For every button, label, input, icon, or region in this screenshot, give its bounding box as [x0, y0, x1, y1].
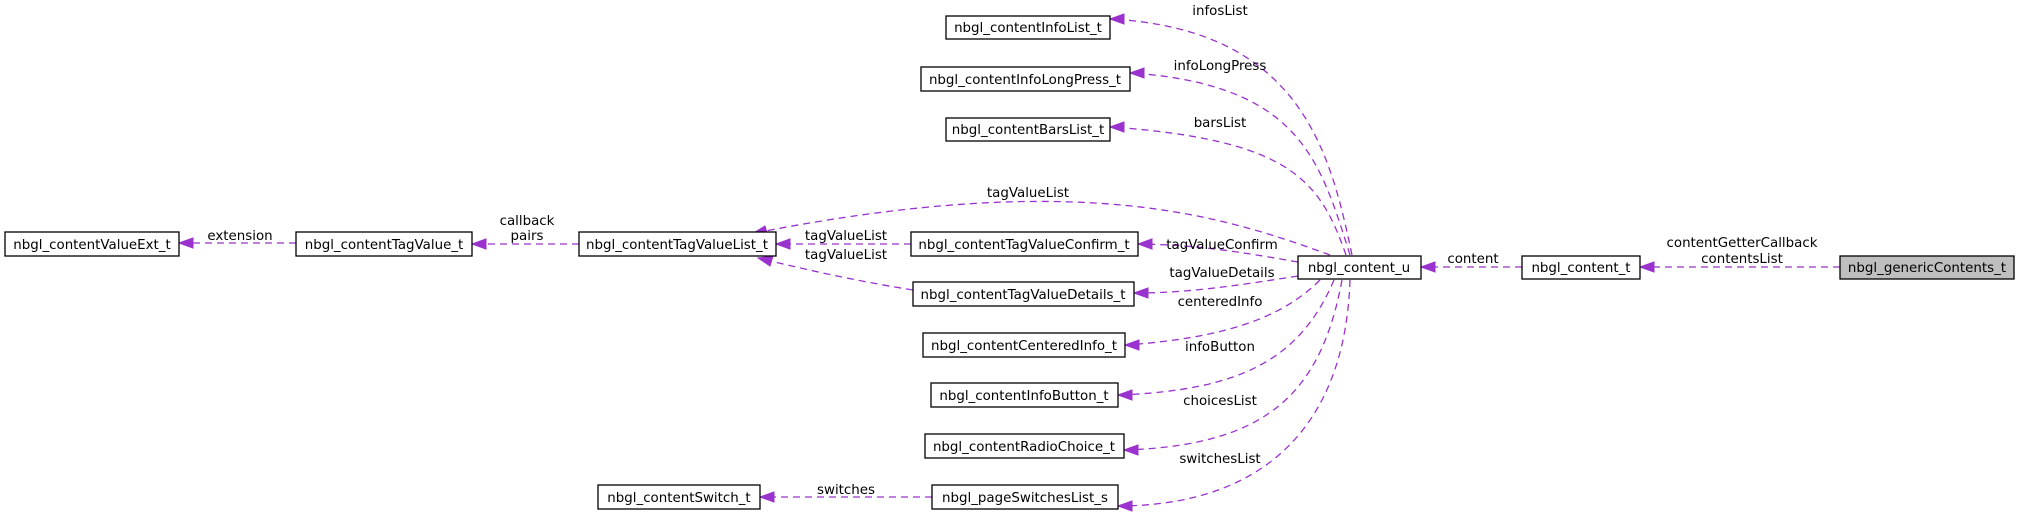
node-content-switch[interactable]: nbgl_contentSwitch_t: [597, 484, 761, 510]
edge-label-details-tag-value-list: tagValueList: [805, 248, 887, 263]
svg-text:nbgl_contentInfoLongPress_t: nbgl_contentInfoLongPress_t: [929, 73, 1121, 88]
node-content-t[interactable]: nbgl_content_t: [1521, 255, 1641, 280]
node-generic-contents[interactable]: nbgl_genericContents_t: [1839, 255, 2015, 280]
svg-text:nbgl_contentInfoButton_t: nbgl_contentInfoButton_t: [939, 389, 1108, 404]
edge-label-tag-value-confirm: tagValueConfirm: [1166, 238, 1278, 253]
node-radio-choice[interactable]: nbgl_contentRadioChoice_t: [924, 433, 1125, 459]
edge-tag-value-details-to-tag-value-list: tagValueList: [756, 248, 914, 291]
node-value-ext[interactable]: nbgl_contentValueExt_t: [4, 231, 180, 257]
svg-text:nbgl_contentValueExt_t: nbgl_contentValueExt_t: [13, 238, 171, 253]
edge-content-u-to-tag-value-details: tagValueDetails: [1132, 266, 1299, 299]
svg-text:nbgl_pageSwitchesList_s: nbgl_pageSwitchesList_s: [942, 491, 1108, 506]
edge-label-content-getter-callback: contentGetterCallback: [1667, 236, 1818, 251]
node-info-long-press[interactable]: nbgl_contentInfoLongPress_t: [920, 66, 1131, 92]
node-info-button[interactable]: nbgl_contentInfoButton_t: [930, 382, 1119, 408]
edge-label-infos-list: infosList: [1192, 4, 1248, 19]
node-info-list[interactable]: nbgl_contentInfoList_t: [945, 15, 1111, 40]
edge-content-u-to-tag-value-confirm: tagValueConfirm: [1136, 238, 1299, 263]
node-bars-list[interactable]: nbgl_contentBarsList_t: [945, 117, 1111, 142]
svg-text:nbgl_content_u: nbgl_content_u: [1308, 261, 1410, 276]
edge-label-switches: switches: [817, 483, 875, 498]
svg-text:nbgl_genericContents_t: nbgl_genericContents_t: [1848, 261, 2006, 276]
edge-content-u-to-bars-list: barsList: [1108, 116, 1347, 256]
edge-label-centered-info: centeredInfo: [1178, 295, 1263, 310]
edge-content-u-to-info-long-press: infoLongPress: [1128, 59, 1351, 256]
edge-label-extension: extension: [207, 229, 272, 244]
svg-text:nbgl_contentSwitch_t: nbgl_contentSwitch_t: [607, 491, 750, 506]
svg-text:nbgl_contentTagValueConfirm_t: nbgl_contentTagValueConfirm_t: [918, 238, 1129, 253]
svg-text:nbgl_contentTagValueList_t: nbgl_contentTagValueList_t: [586, 238, 768, 253]
edge-label-callback: callback: [500, 214, 555, 229]
node-tag-value[interactable]: nbgl_contentTagValue_t: [295, 231, 473, 257]
edge-generic-contents-to-content: contentGetterCallback contentsList: [1638, 236, 1840, 273]
svg-text:nbgl_contentTagValue_t: nbgl_contentTagValue_t: [305, 238, 464, 253]
edge-label-contents-list: contentsList: [1701, 252, 1783, 267]
svg-text:nbgl_contentBarsList_t: nbgl_contentBarsList_t: [952, 123, 1104, 138]
node-tag-value-list[interactable]: nbgl_contentTagValueList_t: [578, 231, 777, 257]
edge-tag-value-to-value-ext: extension: [177, 229, 296, 249]
edge-label-switches-list: switchesList: [1179, 452, 1260, 467]
edge-label-info-button: infoButton: [1185, 340, 1255, 355]
svg-text:nbgl_contentTagValueDetails_t: nbgl_contentTagValueDetails_t: [921, 288, 1126, 303]
svg-text:nbgl_contentCenteredInfo_t: nbgl_contentCenteredInfo_t: [931, 339, 1117, 354]
edge-content-u-to-info-button: infoButton: [1116, 279, 1335, 401]
edge-content-to-content-u: content: [1419, 252, 1522, 273]
node-content-u[interactable]: nbgl_content_u: [1297, 255, 1422, 280]
edge-label-content: content: [1447, 252, 1498, 267]
edge-tag-value-list-to-tag-value: callback pairs: [470, 214, 579, 250]
svg-text:nbgl_content_t: nbgl_content_t: [1531, 261, 1630, 276]
edge-label-confirm-tag-value-list: tagValueList: [805, 229, 887, 244]
edge-label-choices-list: choicesList: [1183, 394, 1257, 409]
edge-tag-value-confirm-to-tag-value-list: tagValueList: [774, 229, 911, 250]
svg-text:nbgl_contentRadioChoice_t: nbgl_contentRadioChoice_t: [933, 440, 1115, 455]
node-tag-value-confirm[interactable]: nbgl_contentTagValueConfirm_t: [910, 231, 1139, 257]
edge-content-u-to-radio-choice: choicesList: [1122, 279, 1343, 456]
edge-content-u-to-page-switches-list: switchesList: [1116, 279, 1351, 512]
edge-label-pairs: pairs: [511, 229, 544, 244]
edge-label-tag-value-details: tagValueDetails: [1169, 266, 1274, 281]
edge-label-bars-list: barsList: [1194, 116, 1247, 131]
node-centered-info[interactable]: nbgl_contentCenteredInfo_t: [922, 332, 1126, 358]
edge-content-u-to-info-list: infosList: [1108, 4, 1353, 256]
edge-page-switches-to-content-switch: switches: [758, 483, 932, 503]
edge-content-u-to-centered-info: centeredInfo: [1123, 279, 1321, 351]
edge-label-tag-value-list-top: tagValueList: [987, 186, 1069, 201]
svg-text:nbgl_contentInfoList_t: nbgl_contentInfoList_t: [954, 21, 1102, 36]
edge-label-info-long-press: infoLongPress: [1174, 59, 1267, 74]
node-tag-value-details[interactable]: nbgl_contentTagValueDetails_t: [912, 281, 1135, 307]
node-page-switches-list[interactable]: nbgl_pageSwitchesList_s: [931, 484, 1119, 510]
